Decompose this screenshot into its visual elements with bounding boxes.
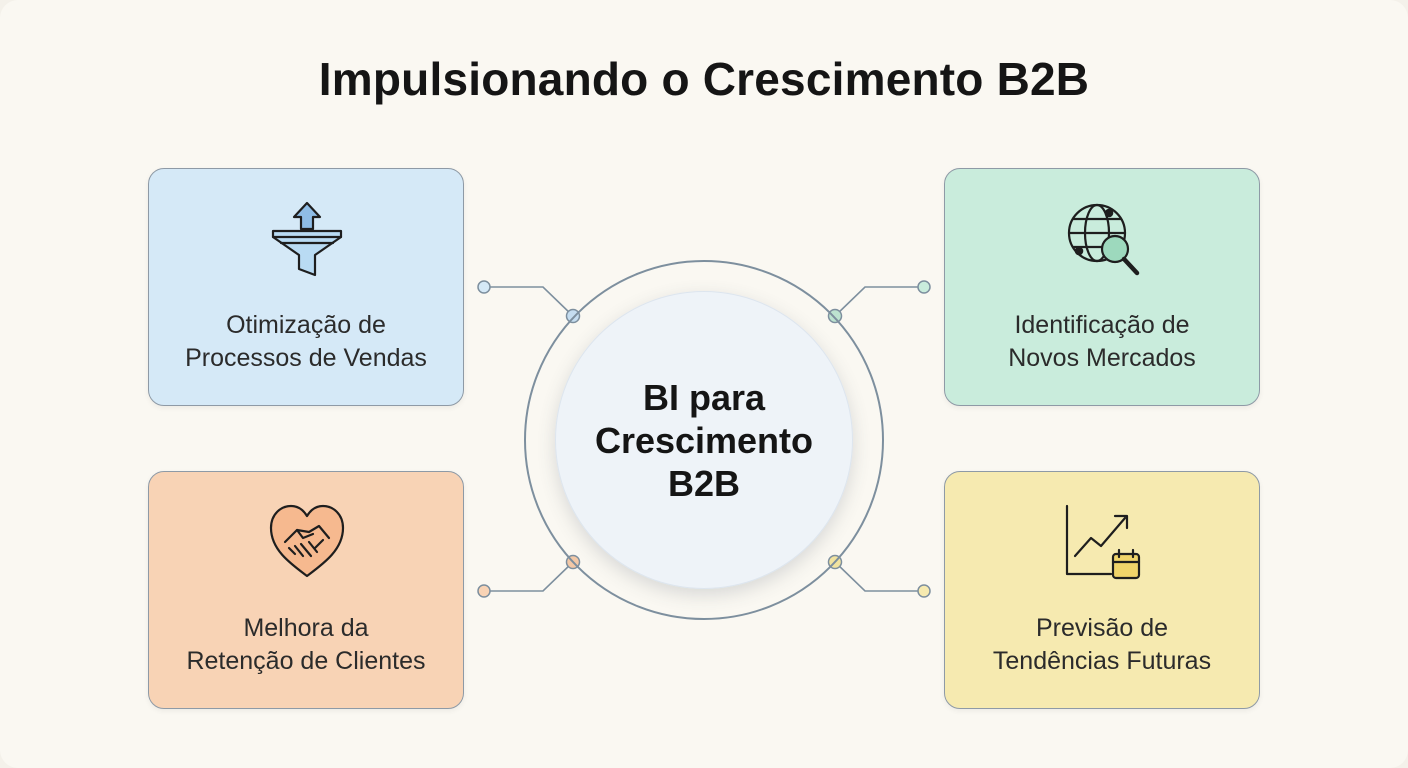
page-title: Impulsionando o Crescimento B2B xyxy=(318,53,1090,105)
node-markets-outer xyxy=(917,280,931,294)
handshake-heart-icon xyxy=(269,504,345,578)
card-label-line: Tendências Futuras xyxy=(992,647,1212,675)
hub-ring xyxy=(524,260,884,620)
connector-retention xyxy=(490,561,574,592)
card-new-markets: Identificação de Novos Mercados xyxy=(944,168,1260,406)
globe-magnifier-icon xyxy=(1067,203,1140,276)
hub-label-line: BI para xyxy=(642,377,766,418)
node-trends-outer xyxy=(917,584,931,598)
card-customer-retention: Melhora da Retenção de Clientes xyxy=(148,471,464,709)
hub-circle xyxy=(555,291,853,589)
card-label-line: Identificação de xyxy=(1014,311,1190,339)
funnel-arrow-up-icon xyxy=(271,201,343,277)
card-sales-optimization: Otimização de Processos de Vendas xyxy=(148,168,464,406)
card-label-line: Processos de Vendas xyxy=(185,344,427,372)
card-label: Otimização de Processos de Vendas xyxy=(149,309,463,375)
node-sales-outer xyxy=(477,280,491,294)
card-label: Previsão de Tendências Futuras xyxy=(945,612,1259,678)
card-label: Identificação de Novos Mercados xyxy=(945,309,1259,375)
card-label-line: Melhora da xyxy=(243,614,369,642)
card-label: Melhora da Retenção de Clientes xyxy=(149,612,463,678)
hub-label-line: Crescimento xyxy=(594,420,814,461)
connector-markets xyxy=(834,286,918,317)
hub-label: BI para Crescimento B2B xyxy=(555,376,853,505)
card-future-trends: Previsão de Tendências Futuras xyxy=(944,471,1260,709)
connector-trends xyxy=(834,561,918,592)
card-label-line: Otimização de xyxy=(226,311,386,339)
trend-chart-calendar-icon xyxy=(1065,504,1141,580)
node-retention-outer xyxy=(477,584,491,598)
card-label-line: Previsão de xyxy=(1035,614,1169,642)
card-label-line: Novos Mercados xyxy=(1008,344,1196,372)
hub-label-line: B2B xyxy=(667,463,741,504)
connector-sales xyxy=(490,286,574,317)
card-label-line: Retenção de Clientes xyxy=(186,647,426,675)
